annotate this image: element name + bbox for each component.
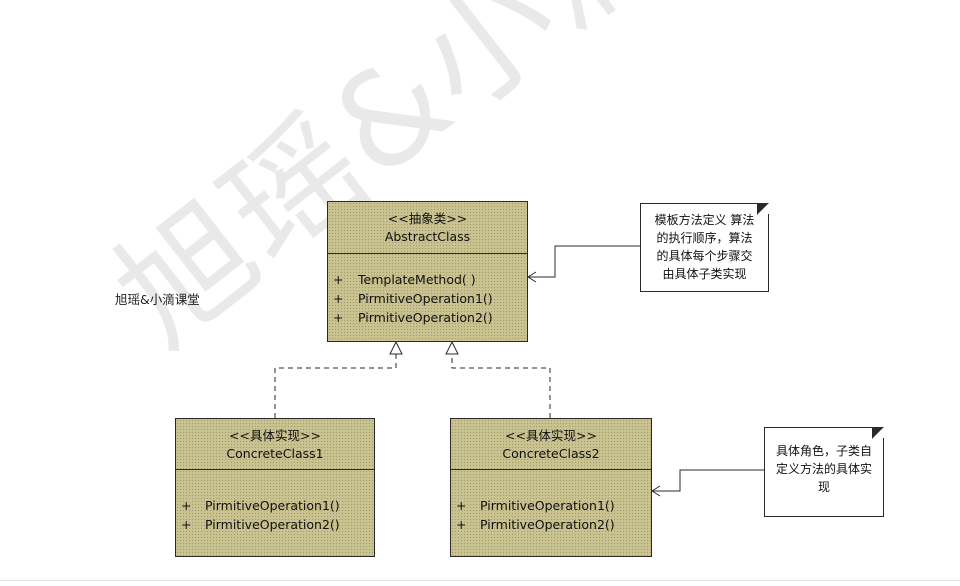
note-line: 的执行顺序，算法: [656, 231, 753, 245]
operation-row: + TemplateMethod( ): [328, 270, 527, 289]
visibility-marker: +: [333, 291, 344, 306]
operation-name: PirmitiveOperation1(): [358, 291, 493, 306]
operation-row: + PirmitiveOperation2(): [328, 308, 527, 327]
generalization-line-2: [451, 354, 551, 418]
concrete-class-1-stereotype: <<具体实现>>: [229, 428, 321, 443]
abstract-class-name: AbstractClass: [384, 229, 471, 244]
concrete-class-1-box[interactable]: <<具体实现>> ConcreteClass1 + PirmitiveOpera…: [175, 418, 375, 557]
operation-name: PirmitiveOperation1(): [205, 498, 340, 513]
visibility-marker: +: [333, 272, 344, 287]
note-concrete-role[interactable]: 具体角色，子类自 定义方法的具体实 现: [764, 427, 884, 517]
visibility-marker: +: [181, 517, 192, 532]
operation-row: + PirmitiveOperation2(): [176, 515, 374, 534]
note-fold-corner: [757, 203, 769, 215]
note-line: 具体角色，子类自: [775, 444, 872, 458]
note-template-method[interactable]: 模板方法定义 算法 的执行顺序，算法 的具体每个步骤交 由具体子类实现: [640, 203, 769, 292]
operation-row: + PirmitiveOperation1(): [328, 289, 527, 308]
note-arrowhead-2: [651, 485, 661, 497]
visibility-marker: +: [333, 310, 344, 325]
operation-row: + PirmitiveOperation1(): [451, 496, 651, 515]
note-line: 定义方法的具体实: [775, 462, 872, 476]
operation-name: PirmitiveOperation1(): [480, 498, 615, 513]
operation-name: PirmitiveOperation2(): [205, 517, 340, 532]
visibility-marker: +: [181, 498, 192, 513]
operation-name: PirmitiveOperation2(): [480, 517, 615, 532]
visibility-marker: +: [456, 517, 467, 532]
note-line: 由具体子类实现: [662, 267, 747, 281]
inheritance-arrowhead-2: [445, 340, 459, 355]
note-line: 现: [817, 480, 830, 494]
note-line: 模板方法定义 算法: [654, 213, 755, 227]
note-connector-1: [529, 245, 640, 278]
inheritance-arrowhead-1: [389, 340, 403, 355]
author-label: 旭瑶&小滴课堂: [115, 292, 200, 307]
bottom-divider: [0, 580, 960, 581]
visibility-marker: +: [456, 498, 467, 513]
note-connector-2: [653, 469, 764, 492]
abstract-class-stereotype: <<抽象类>>: [387, 211, 468, 226]
operation-name: PirmitiveOperation2(): [358, 310, 493, 325]
concrete-class-1-name: ConcreteClass1: [226, 446, 324, 461]
concrete-class-2-box[interactable]: <<具体实现>> ConcreteClass2 + PirmitiveOpera…: [450, 418, 652, 557]
concrete-class-2-stereotype: <<具体实现>>: [505, 428, 597, 443]
concrete-class-2-name: ConcreteClass2: [502, 446, 600, 461]
operation-name: TemplateMethod( ): [358, 272, 476, 287]
generalization-line-1: [274, 354, 397, 418]
note-arrowhead-1: [527, 271, 537, 283]
note-fold-corner: [872, 427, 884, 439]
abstract-class-box[interactable]: <<抽象类>> AbstractClass + TemplateMethod( …: [327, 201, 528, 342]
operation-row: + PirmitiveOperation1(): [176, 496, 374, 515]
note-line: 的具体每个步骤交: [656, 249, 753, 263]
operation-row: + PirmitiveOperation2(): [451, 515, 651, 534]
